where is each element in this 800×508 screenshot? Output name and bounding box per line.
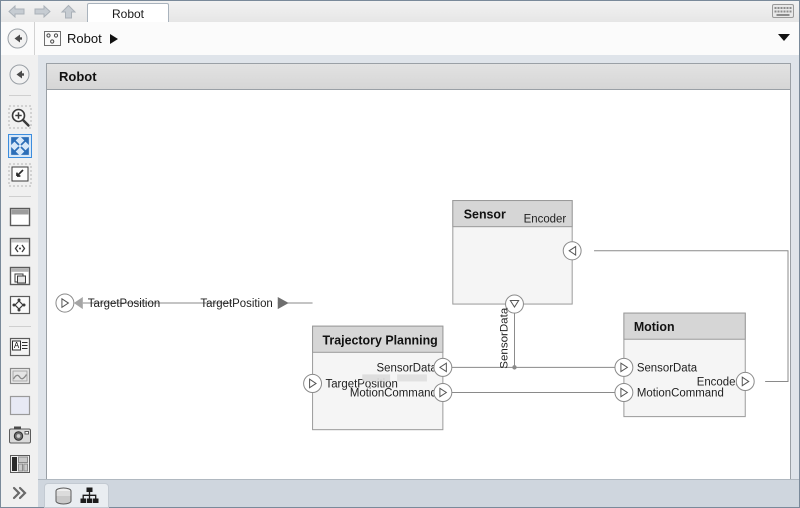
component-block-icon (9, 208, 30, 227)
keyboard-icon[interactable] (772, 4, 794, 18)
wire-encoder-feedback (594, 250, 789, 382)
block-motion-port-motioncommand-label: MotionCommand (637, 387, 724, 399)
block-trajectory-title: Trajectory Planning (323, 333, 438, 347)
palette-item-reference[interactable] (6, 233, 34, 260)
breadcrumb-divider (34, 22, 35, 55)
palette-item-zoom-region[interactable] (6, 162, 34, 189)
hierarchy-icon[interactable] (80, 487, 99, 504)
back-arrow-icon[interactable] (3, 2, 29, 21)
chevron-double-right-icon (12, 487, 27, 500)
block-sensor[interactable]: Sensor Encoder SensorData (452, 200, 582, 369)
tab-label: Robot (111, 6, 145, 21)
signal-label-targetposition: TargetPosition (200, 298, 272, 310)
block-motion-port-motioncommand[interactable] (614, 382, 634, 403)
forward-arrow-icon[interactable] (29, 2, 55, 21)
label-highlight-artifact-1 (362, 374, 391, 382)
block-trajectory-port-targetposition[interactable] (303, 373, 323, 393)
palette-item-component[interactable] (6, 204, 34, 231)
signal-arrow-glyph (277, 297, 289, 310)
label-highlight-artifact-2 (397, 374, 427, 382)
block-motion-header (623, 312, 746, 340)
palette-item-state[interactable] (6, 291, 34, 318)
status-bar (38, 479, 799, 508)
block-sensor-port-encoder-label: Encoder (524, 214, 567, 226)
block-motion[interactable]: Motion SensorData MotionCommand Encoder (614, 312, 755, 418)
block-trajectory-port-motioncommand[interactable] (433, 382, 453, 403)
tab-strip: Robot (1, 1, 799, 23)
canvas-area[interactable]: Robot (38, 55, 799, 507)
state-transition-icon (9, 295, 30, 315)
root-port-label: TargetPosition (88, 298, 160, 310)
blank-area-icon (9, 396, 30, 416)
block-motion-port-sensordata-label: SensorData (637, 362, 698, 374)
breadcrumb-label: Robot (67, 31, 102, 46)
zoom-region-icon (8, 163, 31, 187)
system-body[interactable]: Sensor Encoder SensorData (47, 90, 790, 494)
palette-divider-3 (8, 325, 31, 327)
system-title: Robot (59, 69, 97, 84)
palette-item-more[interactable] (6, 480, 34, 507)
text-annotation-icon: A (9, 338, 30, 357)
signal-label-sensordata: SensorData (499, 307, 511, 369)
chevron-down-icon[interactable] (778, 34, 790, 41)
magnifier-plus-icon (8, 105, 31, 129)
play-arrow-icon (109, 33, 118, 44)
system-frame: Robot (46, 63, 791, 495)
palette-item-snapshot[interactable] (6, 421, 34, 448)
palette-item-annotation[interactable]: A (6, 334, 34, 361)
back-circle-icon[interactable] (1, 28, 34, 49)
root-input-port-targetposition[interactable]: TargetPosition (55, 293, 160, 313)
svg-text:A: A (13, 341, 19, 350)
palette-item-fit-to-view[interactable] (6, 132, 34, 159)
status-chip[interactable] (44, 483, 109, 508)
signal-label-targetposition-group: TargetPosition (200, 297, 289, 310)
palette-item-area[interactable] (6, 392, 34, 419)
tab-robot[interactable]: Robot (87, 3, 169, 23)
breadcrumb-bar: Robot (1, 22, 799, 56)
block-motion-port-encoder-label: Encoder (697, 376, 740, 388)
subsystem-icon (44, 31, 61, 46)
block-sensor-port-sensordata[interactable] (505, 294, 524, 314)
wire-junction-sensordata (512, 365, 517, 370)
palette-divider-1 (8, 95, 31, 97)
palette-item-zoom-in[interactable] (6, 103, 34, 130)
layout-icon (9, 455, 30, 474)
block-motion-port-sensordata[interactable] (614, 357, 634, 377)
breadcrumb[interactable]: Robot (35, 31, 118, 46)
up-arrow-icon[interactable] (55, 2, 81, 21)
database-icon[interactable] (54, 487, 73, 505)
block-trajectory-port-sensordata[interactable] (433, 357, 453, 377)
fit-to-window-icon (7, 134, 32, 159)
back-circle-icon (9, 64, 30, 85)
navigation-buttons (1, 1, 83, 22)
palette-item-image[interactable] (6, 363, 34, 390)
root-port-arrow-glyph (73, 297, 83, 310)
code-brackets-icon (9, 237, 30, 256)
palette-item-hide-browser[interactable] (6, 61, 34, 88)
block-trajectory-port-sensordata-label: SensorData (377, 362, 438, 374)
block-motion-port-encoder[interactable] (735, 371, 755, 391)
palette-item-variant[interactable] (6, 262, 34, 289)
block-diagram[interactable]: Sensor Encoder SensorData (47, 90, 790, 494)
block-sensor-title: Sensor (464, 208, 506, 222)
image-icon (9, 368, 30, 385)
block-sensor-header (452, 200, 573, 228)
stacked-windows-icon (9, 266, 30, 286)
block-trajectory-header (312, 325, 444, 353)
palette-item-layout[interactable] (6, 451, 34, 478)
system-title-bar: Robot (47, 64, 790, 90)
block-trajectory-port-motioncommand-label: MotionCommand (350, 387, 437, 399)
block-motion-title: Motion (634, 320, 675, 334)
palette-divider-2 (8, 195, 31, 197)
block-sensor-port-encoder[interactable] (562, 241, 582, 261)
left-toolbar: A (1, 55, 39, 507)
camera-icon (8, 426, 31, 444)
